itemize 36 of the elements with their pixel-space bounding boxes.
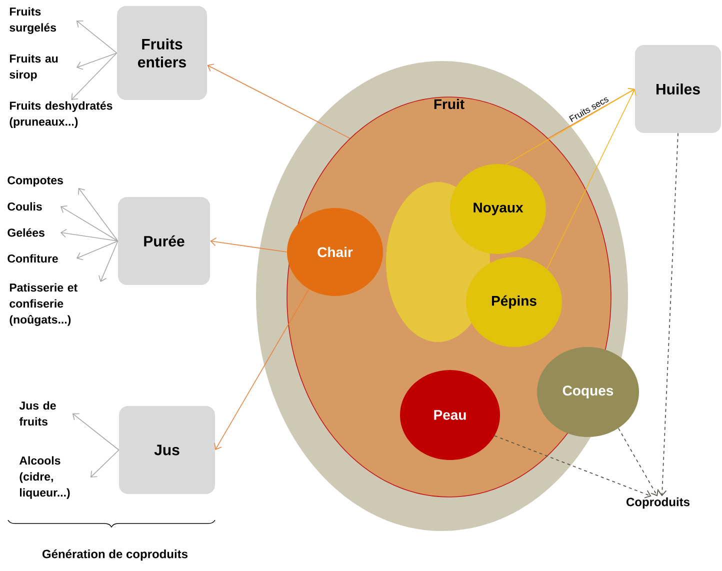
node-label: Fruits surgelés xyxy=(10,7,56,34)
edge-label: Fruits secs xyxy=(566,94,611,124)
arrow xyxy=(98,240,118,282)
arrow xyxy=(548,88,635,139)
node-label: Coulis xyxy=(8,202,42,211)
process-box: Purée xyxy=(118,197,210,285)
arrow xyxy=(72,413,120,450)
node-label: Fruits deshydratés (pruneaux...) xyxy=(10,101,112,128)
process-box: Huiles xyxy=(635,45,721,133)
node-label: Patisserie et confiserie (noûgats...) xyxy=(10,283,78,326)
node-label: Fruits au sirop xyxy=(10,54,58,81)
arrow xyxy=(60,206,118,242)
arrow xyxy=(76,20,118,54)
node-label: Compotes xyxy=(8,176,63,187)
arrow xyxy=(546,89,636,270)
arrow xyxy=(214,288,310,450)
dashed-arrow xyxy=(618,428,658,496)
arrow xyxy=(207,64,350,139)
node-label: Jus de fruits xyxy=(19,401,56,426)
arrow xyxy=(76,240,118,260)
dashed-arrow xyxy=(494,435,652,498)
arrow xyxy=(90,450,120,478)
node-label: Confiture xyxy=(8,254,58,263)
arrow xyxy=(76,52,118,70)
arrow xyxy=(78,188,118,242)
node-label: Coproduits xyxy=(626,497,690,509)
arrow xyxy=(71,52,118,100)
node-label: Alcools (cidre, liqueur...) xyxy=(19,456,70,499)
node-label: Gelées xyxy=(8,228,44,237)
process-box: Fruits entiers xyxy=(117,6,207,100)
dashed-arrow xyxy=(658,132,678,496)
arrow xyxy=(210,237,288,252)
process-box: Jus xyxy=(119,406,215,494)
arrow xyxy=(505,88,635,165)
arrow xyxy=(60,228,118,242)
caption-label: Génération de coproduits xyxy=(42,549,188,561)
